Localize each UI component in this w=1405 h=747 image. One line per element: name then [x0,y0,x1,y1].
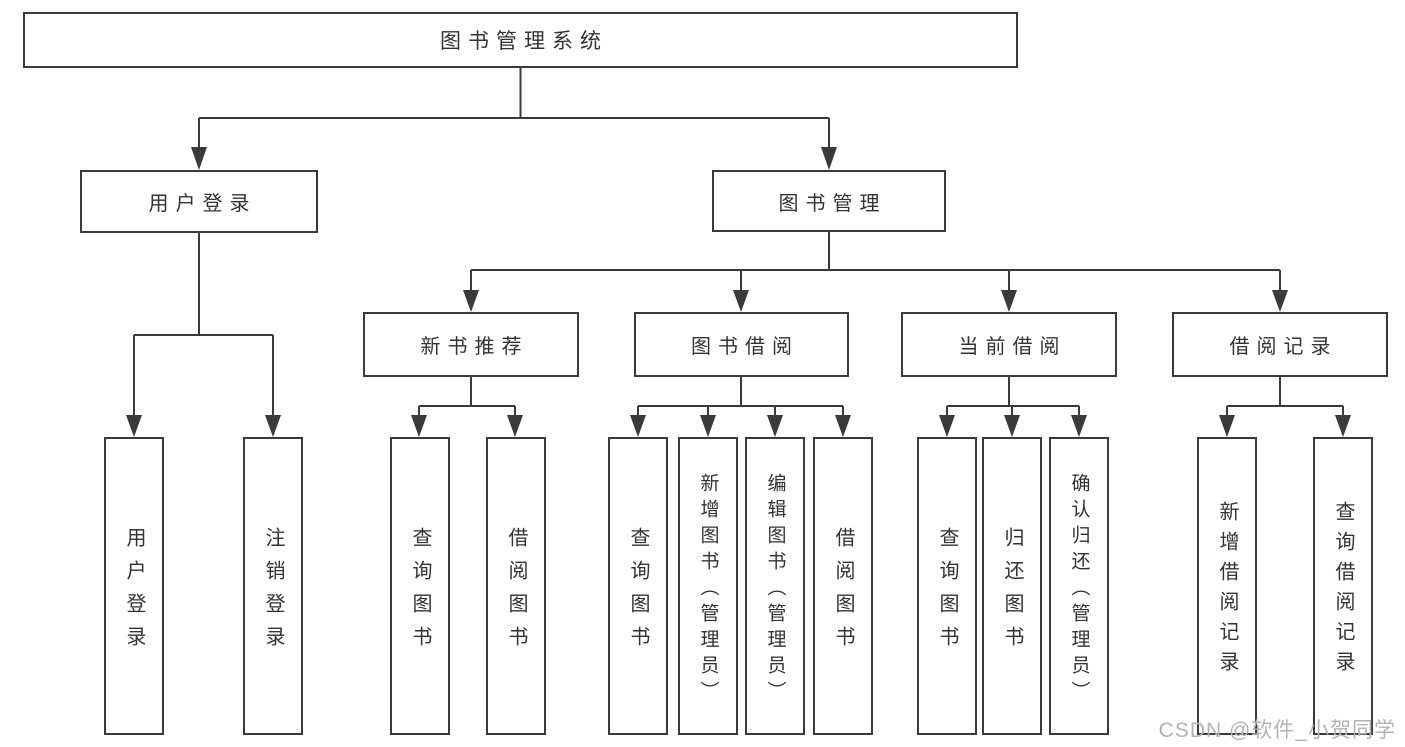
leaf-query-borrow-record: 查询借阅记录 [1313,437,1373,735]
connector-root-to-level2 [191,68,837,170]
leaf-add-book-admin: 新增图书（管理员） [678,437,738,735]
leaf-confirm-return-admin: 确认归还（管理员） [1049,437,1109,735]
node-user-login: 用户登录 [80,170,318,233]
leaf-query-books-recommend-label: 查询图书 [409,526,431,659]
node-new-book-recommendation: 新书推荐 [363,312,579,377]
node-book-management: 图书管理 [712,170,946,232]
leaf-query-books-current-label: 查询图书 [936,526,958,659]
connector-book-borrowing-to-leaves [630,377,851,437]
connector-user-login-to-leaves [126,233,281,437]
connector-new-book-to-leaves [411,377,523,437]
leaf-confirm-return-admin-label: 确认归还（管理员） [1068,472,1090,707]
leaf-return-book: 归还图书 [982,437,1042,735]
leaf-logout-label: 注销登录 [262,526,284,659]
leaf-user-login-label: 用户登录 [123,526,145,659]
node-root-system-label: 图书管理系统 [440,30,608,53]
watermark: CSDN @软件_小贺同学 [1158,719,1396,742]
leaf-query-books-recommend: 查询图书 [390,437,450,735]
node-book-management-label: 图书管理 [778,192,887,215]
leaf-borrow-books-label: 借阅图书 [832,526,854,659]
node-book-borrowing: 图书借阅 [634,312,849,377]
leaf-query-books-current: 查询图书 [917,437,977,735]
node-user-login-label: 用户登录 [148,193,257,215]
node-borrowing-records: 借阅记录 [1172,312,1388,377]
leaf-add-borrow-record-label: 新增借阅记录 [1216,501,1238,681]
leaf-add-book-admin-label: 新增图书（管理员） [697,472,719,707]
node-current-borrowing-label: 当前借阅 [958,336,1067,358]
connector-borrowing-records-to-leaves [1219,377,1351,437]
leaf-borrow-books: 借阅图书 [813,437,873,735]
leaf-query-books-borrowing-label: 查询图书 [627,526,649,659]
node-book-borrowing-label: 图书借阅 [691,336,799,358]
leaf-query-books-borrowing: 查询图书 [608,437,668,735]
leaf-logout: 注销登录 [243,437,303,735]
node-root-system: 图书管理系统 [23,12,1018,68]
leaf-edit-book-admin: 编辑图书（管理员） [745,437,805,735]
leaf-borrow-books-recommend: 借阅图书 [486,437,546,735]
leaf-edit-book-admin-label: 编辑图书（管理员） [764,472,786,707]
leaf-borrow-books-recommend-label: 借阅图书 [505,526,527,659]
leaf-return-book-label: 归还图书 [1001,526,1023,659]
connector-book-management-to-sections [463,232,1288,312]
node-current-borrowing: 当前借阅 [901,312,1117,377]
leaf-query-borrow-record-label: 查询借阅记录 [1332,501,1354,681]
node-new-book-recommendation-label: 新书推荐 [420,336,529,358]
node-borrowing-records-label: 借阅记录 [1229,336,1338,358]
connector-current-borrowing-to-leaves [939,377,1087,437]
leaf-add-borrow-record: 新增借阅记录 [1197,437,1257,735]
leaf-user-login: 用户登录 [104,437,164,735]
